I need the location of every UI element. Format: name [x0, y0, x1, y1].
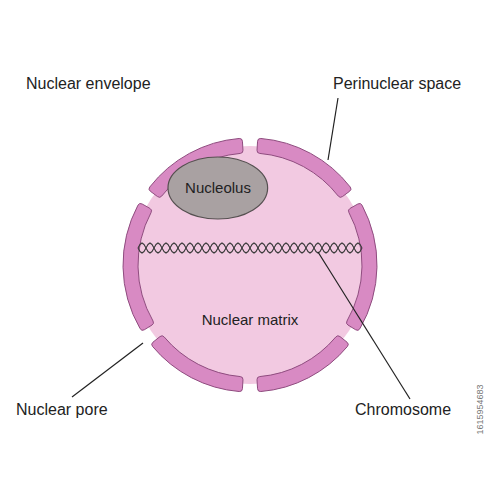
- nuclear-envelope: [123, 138, 377, 391]
- part-label: Nuclear envelope: [26, 74, 151, 93]
- leader-lines: [72, 98, 410, 399]
- chromosome-strand: [138, 243, 362, 253]
- leader-line: [72, 343, 143, 397]
- watermark: 1615954683: [475, 359, 486, 459]
- region-label: Nuclear matrix: [130, 311, 370, 329]
- nucleolus-shape: Nucleolus: [167, 156, 269, 220]
- envelope-segment: [257, 138, 351, 197]
- envelope-segment: [347, 204, 377, 331]
- part-label: Perinuclear space: [333, 74, 461, 93]
- envelope-segment: [152, 336, 243, 392]
- leader-line: [318, 252, 410, 399]
- nucleolus-outline: [168, 157, 268, 219]
- nucleus-region: Nuclear matrix Nucleolus: [130, 145, 370, 385]
- chromosome-strand: [138, 243, 362, 253]
- part-label: Nuclear pore: [16, 400, 108, 419]
- chromosome-strand: [138, 243, 362, 253]
- part-label: Nucleolus: [185, 179, 251, 197]
- nucleus-outline: [132, 147, 368, 383]
- part-label: Chromosome: [355, 400, 451, 419]
- envelope-segment: [257, 336, 348, 392]
- leader-line: [328, 98, 338, 160]
- envelope-segment: [123, 204, 153, 331]
